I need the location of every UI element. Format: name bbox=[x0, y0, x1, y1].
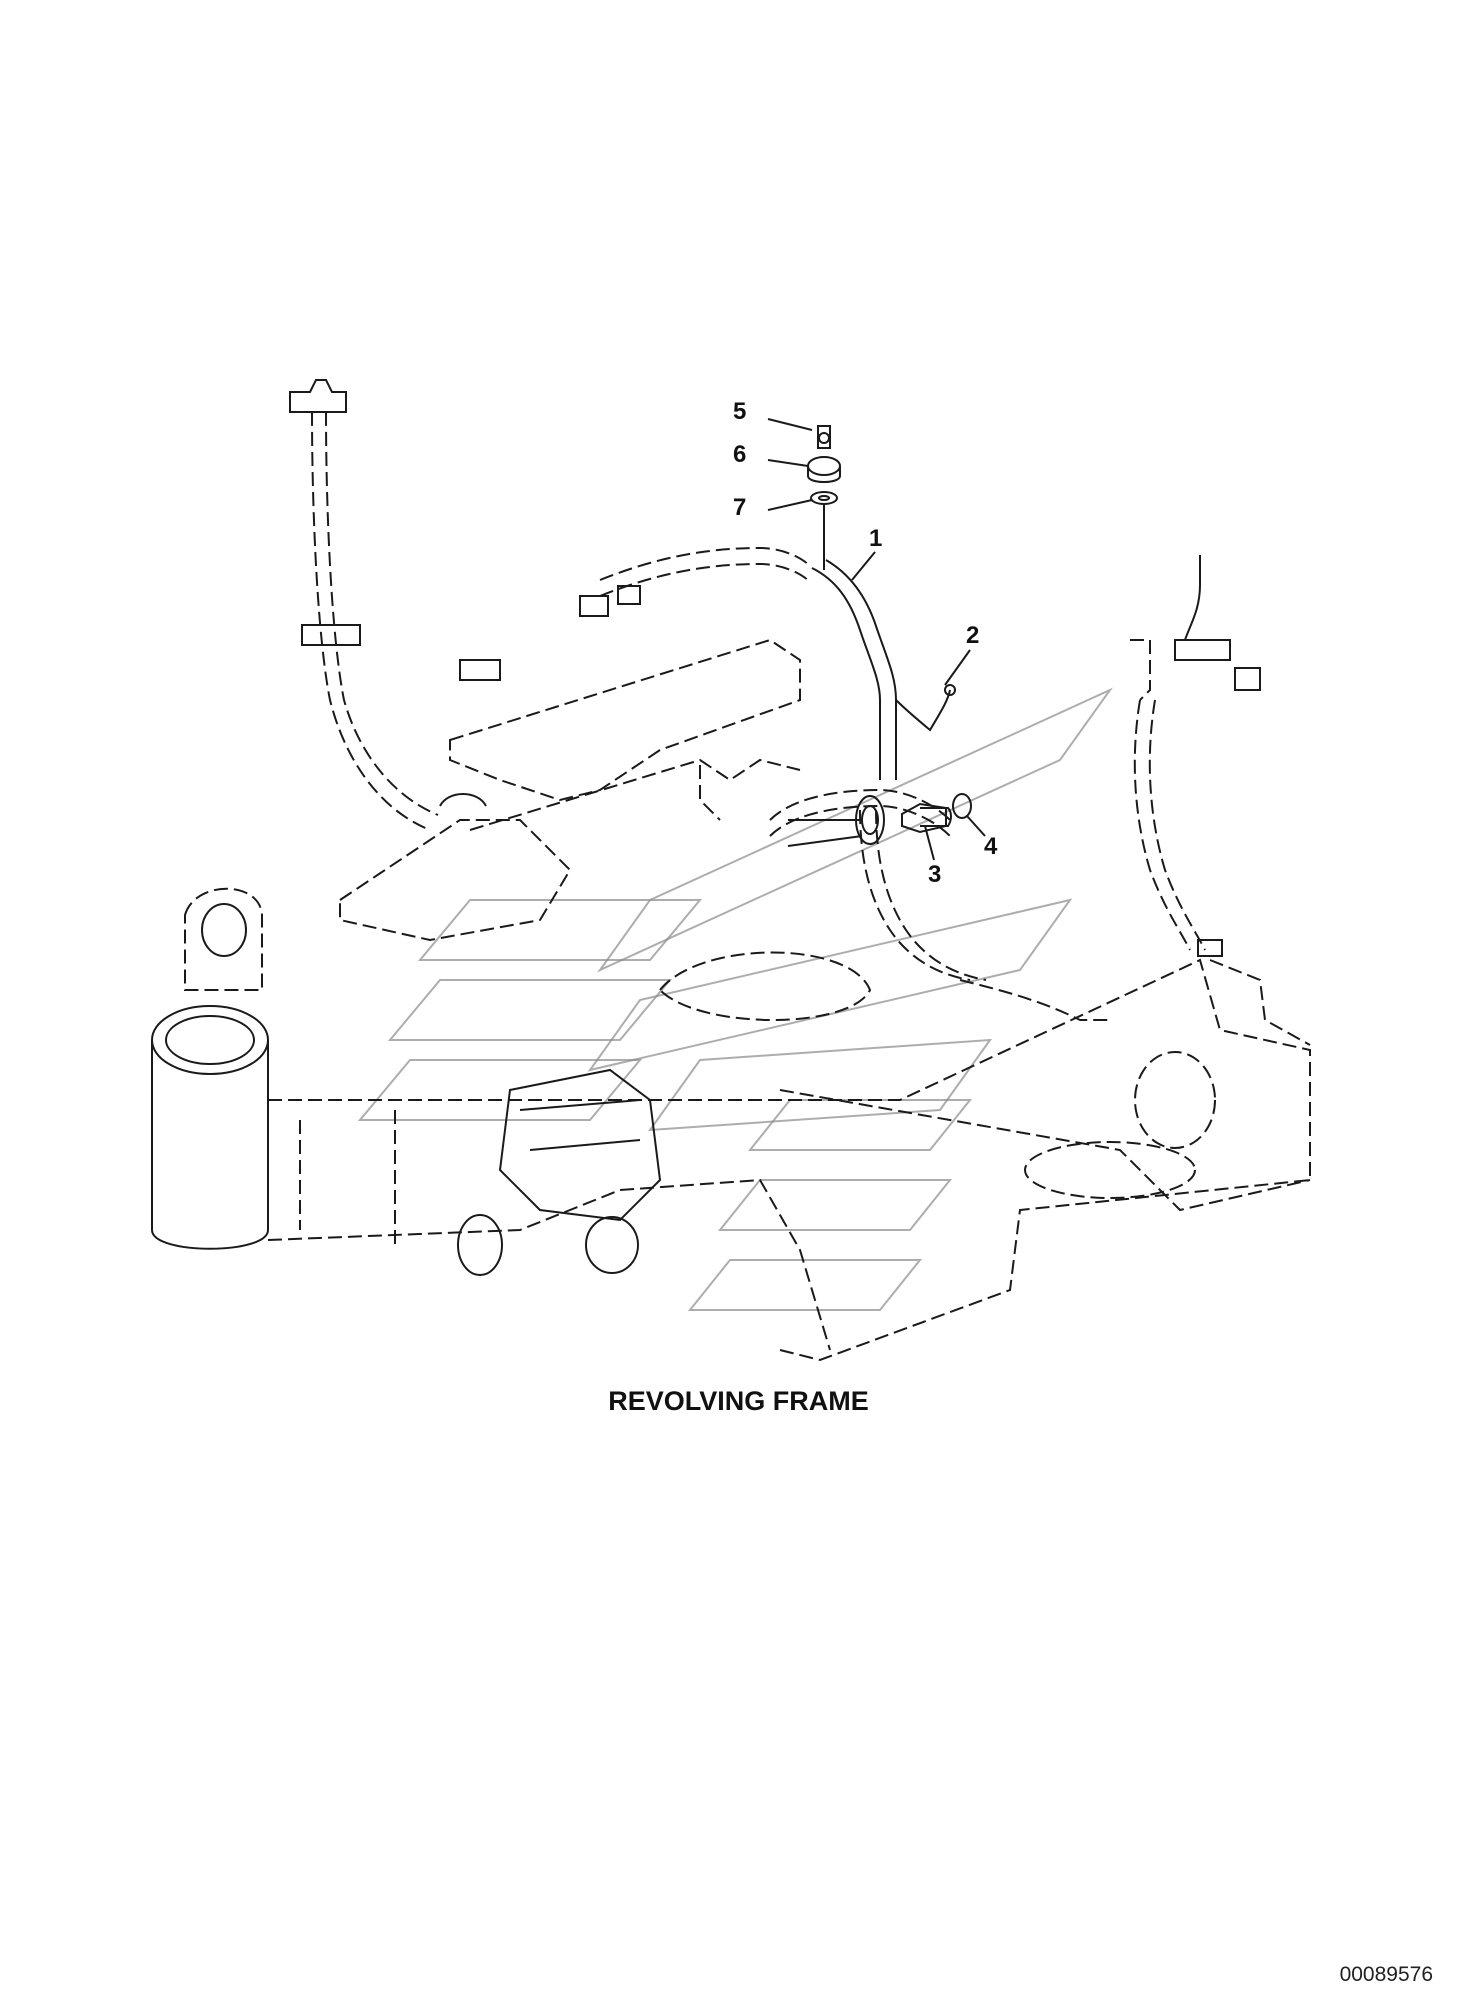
right-harness bbox=[1130, 555, 1261, 957]
fastener-5 bbox=[817, 425, 831, 449]
callout-5: 5 bbox=[733, 398, 813, 431]
figure-caption: REVOLVING FRAME bbox=[608, 1386, 869, 1416]
callout-7: 7 bbox=[733, 494, 813, 521]
document-id: 00089576 bbox=[1339, 1963, 1433, 1986]
svg-text:1: 1 bbox=[869, 525, 882, 552]
svg-text:4: 4 bbox=[984, 833, 998, 860]
svg-text:6: 6 bbox=[733, 441, 746, 468]
fastener-3-bolt bbox=[901, 802, 952, 834]
callout-2: 2 bbox=[944, 622, 979, 686]
valve-assembly bbox=[457, 1068, 662, 1276]
fastener-7-washer bbox=[810, 491, 838, 570]
frame-cylinder bbox=[151, 887, 269, 1250]
svg-text:5: 5 bbox=[733, 398, 746, 425]
svg-text:7: 7 bbox=[733, 494, 746, 521]
upper-frame bbox=[339, 638, 801, 942]
svg-text:3: 3 bbox=[928, 861, 941, 888]
callout-6: 6 bbox=[733, 441, 809, 468]
left-harness-cable bbox=[289, 379, 439, 831]
callout-1: 1 bbox=[851, 525, 882, 581]
svg-text:2: 2 bbox=[966, 622, 979, 649]
frame-body bbox=[267, 951, 1311, 1362]
harness-assembly-part-1 bbox=[787, 559, 897, 847]
callout-4: 4 bbox=[966, 815, 998, 860]
battery-cable-part-2 bbox=[895, 684, 956, 732]
fastener-6-nut bbox=[807, 456, 841, 483]
watermark-logo bbox=[357, 687, 1113, 1311]
callout-3: 3 bbox=[924, 825, 941, 888]
main-harness bbox=[579, 546, 1110, 1021]
fastener-4-washer bbox=[952, 793, 972, 819]
